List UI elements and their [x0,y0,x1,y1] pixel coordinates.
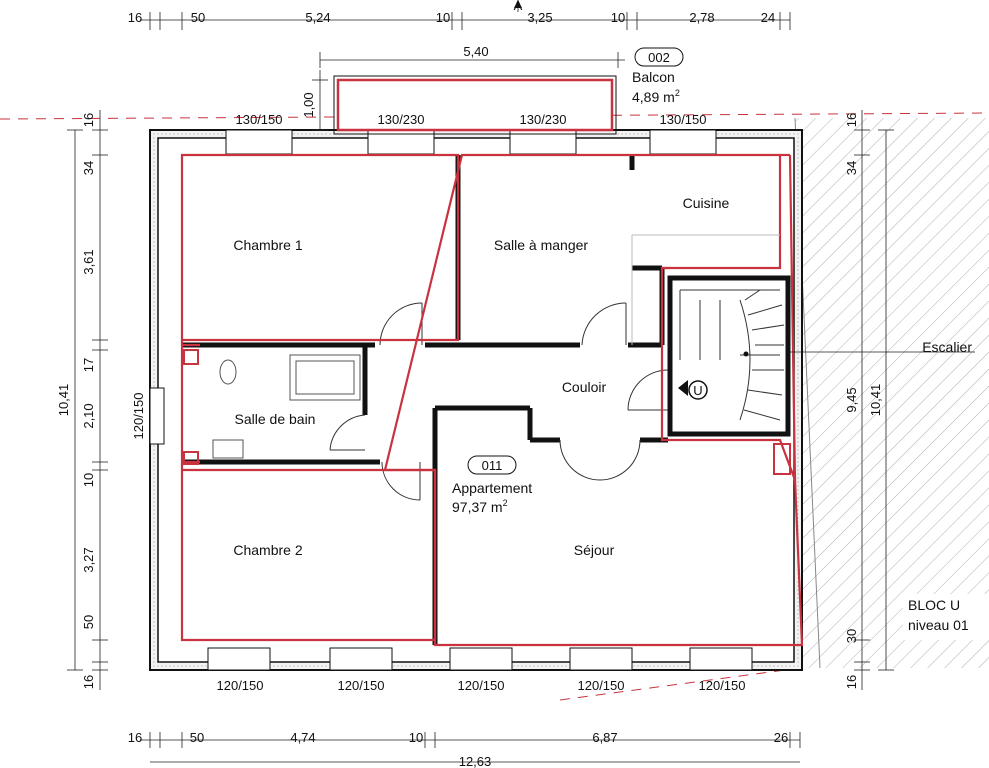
doors [329,302,669,501]
dim-left-9: 16 [81,675,96,689]
dim-bottom-5: 6,87 [592,730,617,745]
room-salle-a-manger: Salle à manger [494,237,589,253]
dim-top-6: 10 [611,10,625,25]
dim-left-4: 17 [81,358,96,372]
dimension-lines [67,0,975,763]
id-bubbles [467,47,684,475]
dim-left-8: 50 [81,615,96,629]
room-salle-de-bain: Salle de bain [235,411,316,427]
balcony-name: Balcon [632,69,675,85]
window-bottom-3: 120/150 [458,678,505,693]
apartment-id: 011 [482,458,503,473]
dim-right-2: 34 [844,161,859,175]
hatched-neighbor-zone [794,117,989,669]
dim-top-5: 3,25 [527,10,552,25]
room-chambre-1: Chambre 1 [233,237,302,253]
dim-right-4: 16 [844,675,859,689]
dim-right-total: 10,41 [868,384,883,417]
bloc-name: BLOC U [908,597,960,613]
dim-left-6: 10 [81,473,96,487]
dim-top-2: 50 [191,10,205,25]
window-bottom-1: 120/150 [217,678,264,693]
dim-bottom-1: 16 [128,730,142,745]
dim-bottom-4: 10 [409,730,423,745]
section-arrow-icon [514,0,522,8]
dim-top-4: 10 [436,10,450,25]
bathroom-fixtures [212,354,361,459]
window-top-2: 130/230 [378,112,425,127]
elevator-symbol: U [693,383,702,398]
apartment-area: 97,37 m2 [452,498,508,515]
window-top-3: 130/230 [520,112,567,127]
room-couloir: Couloir [562,379,607,395]
dim-left-1: 16 [81,113,96,127]
window-left: 120/150 [131,393,146,440]
window-top-4: 130/150 [660,112,707,127]
dim-top-8: 24 [761,10,775,25]
dim-top-1: 16 [128,10,142,25]
dim-bottom-6: 26 [774,730,788,745]
window-bottom-4: 120/150 [578,678,625,693]
dim-balcony-width: 5,40 [463,44,488,59]
bloc-label-bg [903,594,989,640]
dim-right-1: 16 [844,113,859,127]
dim-left-7: 3,27 [81,547,96,572]
section-mark: A [514,0,523,13]
window-bottom-5: 120/150 [699,678,746,693]
room-sejour: Séjour [574,542,615,558]
dim-bottom-3: 4,74 [290,730,315,745]
room-chambre-2: Chambre 2 [233,542,302,558]
apartment-boundaries [180,153,804,647]
dim-left-3: 3,61 [81,249,96,274]
dim-right-3: 30 [844,629,859,643]
room-cuisine: Cuisine [683,195,730,211]
dim-bottom-2: 50 [190,730,204,745]
dim-top-3: 5,24 [305,10,330,25]
apartment-name: Appartement [452,480,532,496]
window-bottom-2: 120/150 [338,678,385,693]
dim-left-5: 2,10 [81,403,96,428]
dim-bottom-total: 12,63 [459,754,492,768]
stair-core: U [667,275,791,437]
bloc-level: niveau 01 [908,617,969,633]
dim-top-7: 2,78 [689,10,714,25]
window-top-1: 130/150 [236,112,283,127]
balcony [333,75,617,135]
dim-balcony-depth: 1,00 [301,92,316,117]
balcony-area: 4,89 m2 [632,88,680,105]
dim-left-total: 10,41 [56,384,71,417]
dim-right-inner: 9,45 [844,387,859,412]
escalier-label: Escalier [922,339,972,355]
balcony-id: 002 [648,50,670,65]
elevator-icon [688,380,708,400]
dim-left-2: 34 [81,161,96,175]
